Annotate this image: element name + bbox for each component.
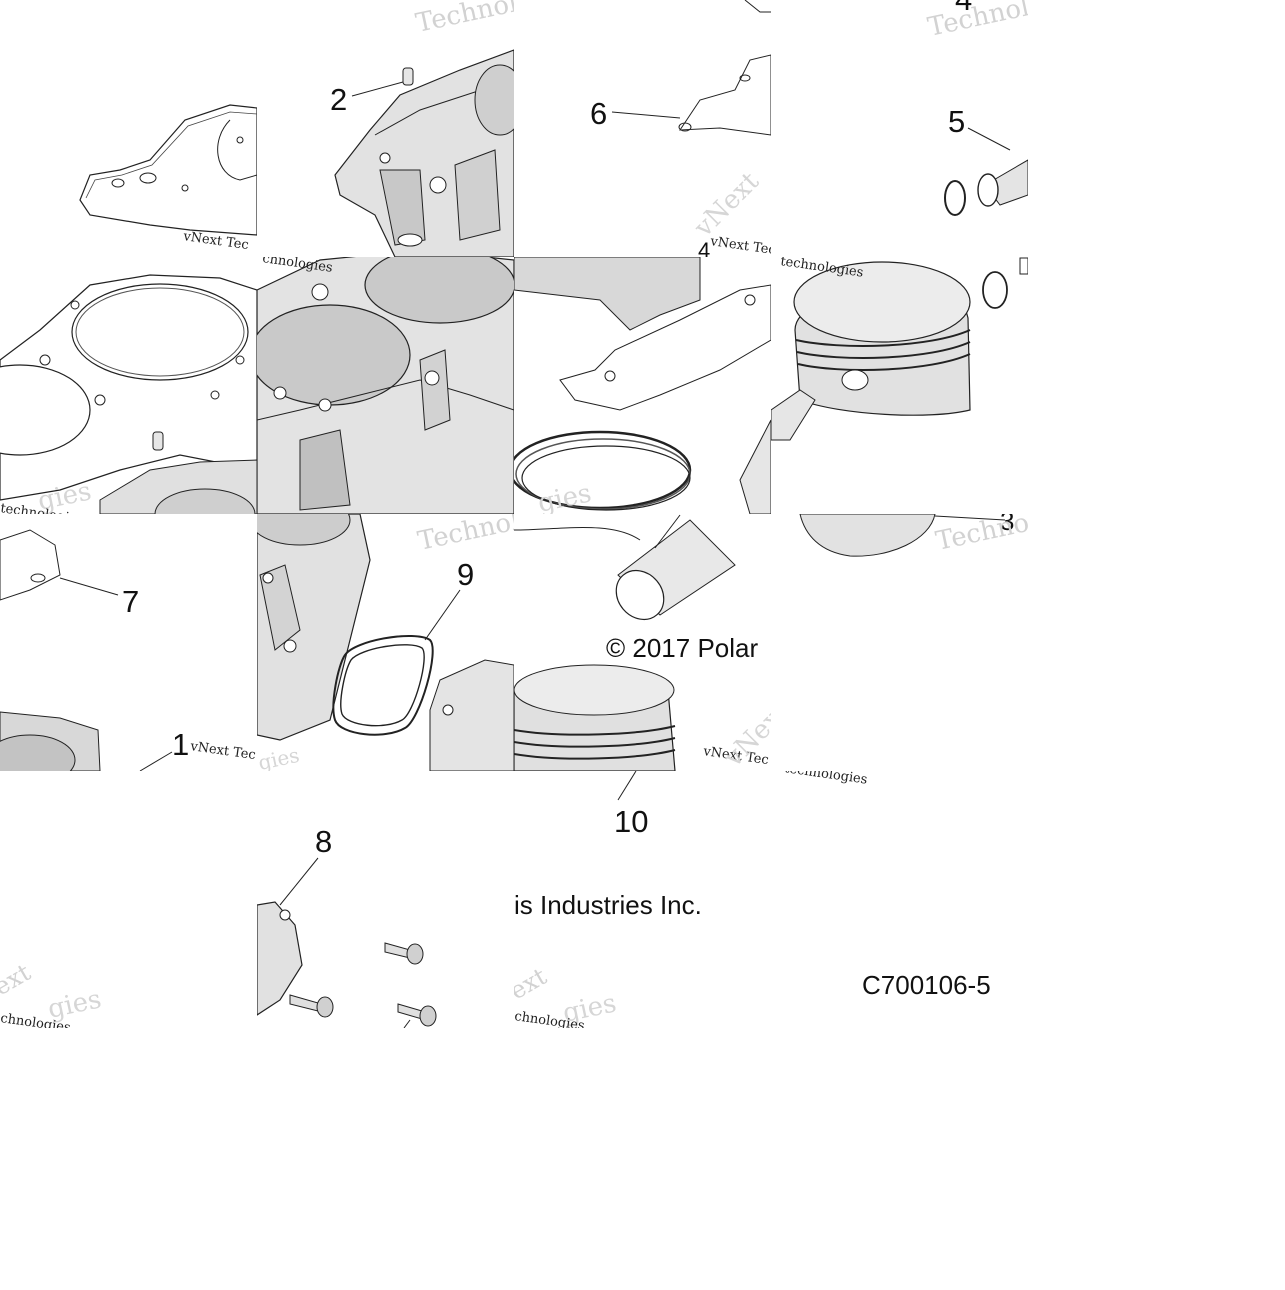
tile-rings-gasket: gies — [514, 257, 771, 519]
bolt-1 — [384, 942, 424, 965]
callout-3-top: 3 — [1000, 506, 1014, 536]
tile-pin-piston: © 2017 Polar vNext Tec vNext — [514, 514, 771, 771]
watermark-text: Technologies — [925, 0, 1100, 43]
tile-part-code: 3 technologies C700106-5 — [783, 761, 991, 1000]
tile-base-gasket-upper: 6 vNext 4 vNext Tec — [590, 0, 776, 263]
copyright-left: © 2017 Polar — [606, 633, 758, 663]
watermark-text: ext — [0, 958, 36, 1001]
tile-cylinder-block: chnologies — [257, 257, 514, 514]
part-code: C700106-5 — [862, 970, 991, 1000]
callout-5: 5 — [948, 104, 965, 139]
callout-9: 9 — [457, 557, 474, 592]
callout-7: 7 — [122, 584, 139, 619]
tile-cylinder-upper: 2 Technologies — [330, 0, 588, 257]
watermark-text: vNext — [688, 166, 765, 243]
watermark-text: ext — [505, 962, 552, 1005]
callout-8: 8 — [315, 824, 332, 859]
tile-copyright: 10 is Industries Inc. ext gies chnologie… — [505, 771, 702, 1028]
tile-piston-pin-upper: 4 Technologies 5 — [925, 0, 1100, 216]
callout-6: 6 — [590, 96, 607, 131]
watermark-text: Techno — [933, 508, 1032, 557]
callout-1: 1 — [172, 727, 189, 762]
watermark-text: technologies — [783, 761, 868, 787]
callout-10: 10 — [614, 804, 648, 839]
tile-gasket-top: vNext Tec — [79, 104, 257, 253]
bolt-3 — [397, 1003, 437, 1028]
watermark-text: vNext Tec — [708, 234, 776, 258]
watermark-text: gies — [535, 478, 594, 519]
callout-2: 2 — [330, 82, 347, 117]
callout-4-small: 4 — [698, 238, 710, 263]
tile-gasket-lower: 7 1 vNext Tec — [0, 529, 257, 771]
tile-piston-lower: 3 Techno — [799, 506, 1032, 557]
tile-head-gasket: gies technologies — [0, 274, 257, 514]
tile-cover-bolts: 8 — [257, 824, 437, 1028]
callout-4: 4 — [955, 0, 972, 17]
watermark-text: gies — [256, 743, 301, 775]
copyright-right: is Industries Inc. — [514, 890, 702, 920]
tile-blank-left: ext gies chnologies — [0, 958, 104, 1028]
tile-piston: technologies — [771, 257, 1028, 441]
watermark-text: Technologies — [413, 0, 588, 39]
watermark-text: vNext Tec — [188, 739, 256, 763]
bolt-2 — [289, 994, 334, 1018]
